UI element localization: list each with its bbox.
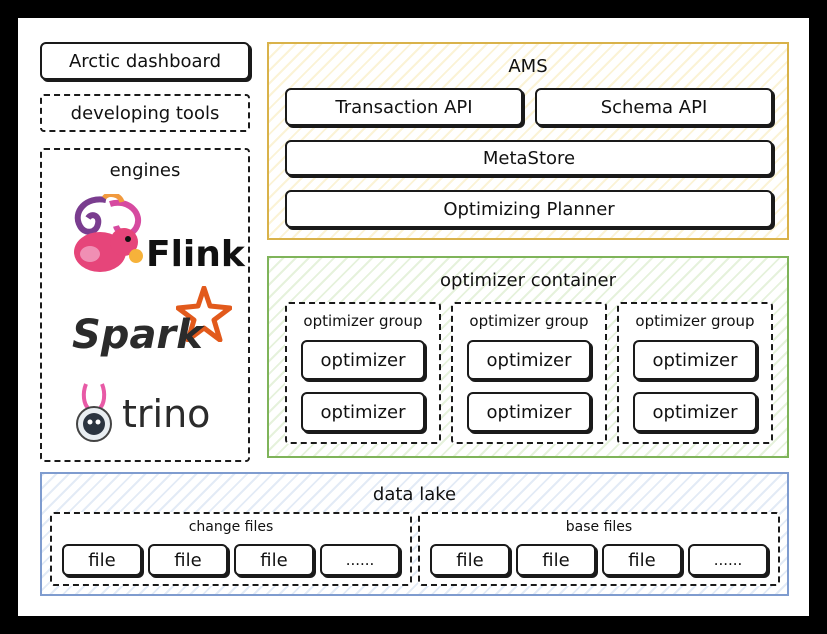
optimizer-label: optimizer <box>486 401 572 423</box>
trino-logo: trino <box>72 380 242 450</box>
developing-tools-box: developing tools <box>40 94 250 132</box>
optimizer-container-title: optimizer container <box>440 270 616 291</box>
optimizer-box: optimizer <box>633 340 757 380</box>
flink-squirrel-icon <box>74 194 143 272</box>
data-lake-title: data lake <box>372 484 457 505</box>
base-files-box: base files file file file ...... <box>418 512 780 586</box>
more-files-box: ...... <box>688 544 768 576</box>
optimizer-label: optimizer <box>320 349 406 371</box>
file-label: file <box>88 549 116 571</box>
developing-tools-label: developing tools <box>70 102 220 124</box>
spark-label: Spark <box>72 312 203 358</box>
change-files-title: change files <box>188 519 274 535</box>
spark-logo: Spark <box>72 286 242 366</box>
change-files-box: change files file file file ...... <box>50 512 412 586</box>
more-files-label: ...... <box>345 551 375 569</box>
arctic-dashboard-box: Arctic dashboard <box>40 42 250 80</box>
file-box: file <box>516 544 596 576</box>
flink-label: Flink <box>146 234 245 275</box>
data-lake-box: data lake change files file file file ..… <box>40 472 789 596</box>
optimizer-group-1: optimizer group optimizer optimizer <box>285 302 441 444</box>
more-files-label: ...... <box>713 551 743 569</box>
optimizer-box: optimizer <box>633 392 757 432</box>
optimizer-group-2: optimizer group optimizer optimizer <box>451 302 607 444</box>
trino-label: trino <box>122 392 211 436</box>
file-label: file <box>174 549 202 571</box>
file-label: file <box>456 549 484 571</box>
optimizer-group-3: optimizer group optimizer optimizer <box>617 302 773 444</box>
optimizer-box: optimizer <box>301 392 425 432</box>
optimizer-label: optimizer <box>652 401 738 423</box>
file-box: file <box>234 544 314 576</box>
engines-box: engines Flink Spark <box>40 148 250 462</box>
arctic-dashboard-label: Arctic dashboard <box>68 50 222 72</box>
optimizer-group-title: optimizer group <box>303 312 423 330</box>
optimizer-box: optimizer <box>467 392 591 432</box>
optimizer-label: optimizer <box>320 401 406 423</box>
schema-api-label: Schema API <box>600 96 708 118</box>
file-box: file <box>148 544 228 576</box>
file-label: file <box>260 549 288 571</box>
file-box: file <box>602 544 682 576</box>
optimizer-group-title: optimizer group <box>635 312 755 330</box>
file-box: file <box>62 544 142 576</box>
optimizer-label: optimizer <box>486 349 572 371</box>
optimizer-label: optimizer <box>652 349 738 371</box>
file-label: file <box>542 549 570 571</box>
ams-title: AMS <box>508 56 548 77</box>
file-box: file <box>430 544 510 576</box>
file-label: file <box>628 549 656 571</box>
transaction-api-box: Transaction API <box>285 88 523 126</box>
optimizer-box: optimizer <box>467 340 591 380</box>
engines-title: engines <box>109 160 181 181</box>
optimizer-box: optimizer <box>301 340 425 380</box>
optimizer-container-box: optimizer container optimizer group opti… <box>267 256 789 458</box>
optimizer-group-title: optimizer group <box>469 312 589 330</box>
transaction-api-label: Transaction API <box>335 96 473 118</box>
metastore-label: MetaStore <box>482 147 576 169</box>
flink-logo: Flink <box>66 194 245 278</box>
more-files-box: ...... <box>320 544 400 576</box>
optimizing-planner-box: Optimizing Planner <box>285 190 773 228</box>
spark-star-icon <box>176 286 232 342</box>
schema-api-box: Schema API <box>535 88 773 126</box>
ams-box: AMS Transaction API Schema API MetaStore… <box>267 42 789 240</box>
base-files-title: base files <box>565 519 633 535</box>
optimizing-planner-label: Optimizing Planner <box>443 198 615 220</box>
trino-bunny-icon <box>76 383 112 442</box>
architecture-diagram: Arctic dashboard developing tools engine… <box>18 18 809 616</box>
metastore-box: MetaStore <box>285 140 773 176</box>
